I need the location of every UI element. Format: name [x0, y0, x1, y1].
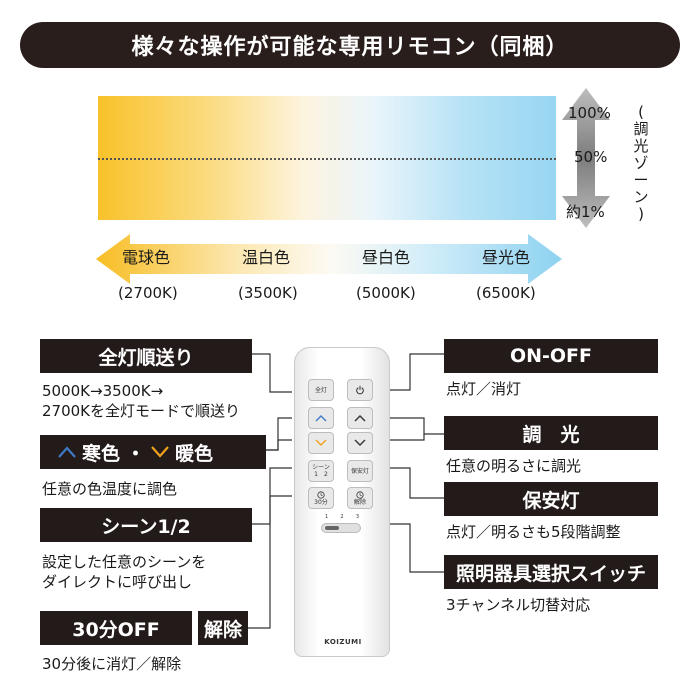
- channel-number: 3: [355, 514, 359, 520]
- tone-cool-text: 寒色: [82, 442, 121, 465]
- feature-scene-label: シーン1/2: [40, 508, 252, 542]
- channel-select-switch[interactable]: [321, 523, 361, 533]
- remote-release-button[interactable]: 解除: [347, 487, 373, 509]
- desc-line: ダイレクトに呼び出し: [42, 573, 193, 591]
- color-temp-name: 昼白色: [362, 248, 411, 267]
- desc-line: 任意の明るさに調光: [446, 457, 582, 475]
- dimming-zone-char: 光: [633, 137, 649, 155]
- dimming-level-min: 約1%: [566, 203, 605, 221]
- feature-scene-text: シーン1/2: [101, 515, 191, 538]
- color-temp-name: 昼光色: [482, 248, 531, 267]
- desc-line: 5000K→3500K→: [42, 382, 164, 400]
- color-temp-kelvin: (5000K): [356, 284, 416, 302]
- remote-control: 全灯 シーン 1 2 保安灯 30分 解除 1 2 3 KOIZUMI: [294, 347, 390, 657]
- channel-switch-knob[interactable]: [325, 526, 339, 530]
- feature-release-label: 解除: [198, 611, 248, 645]
- feature-tone-desc: 任意の色温度に調色: [42, 479, 177, 499]
- clock-icon: [317, 490, 325, 499]
- feature-dim-text: 調 光: [522, 423, 580, 446]
- feature-power-label: ON-OFF: [444, 339, 658, 373]
- feature-sequence-text: 全灯順送り: [98, 346, 194, 369]
- feature-timer-text: 30分OFF: [72, 618, 160, 641]
- color-temp-kelvin: (6500K): [476, 284, 536, 302]
- dimming-zone-label: ( 調 光 ゾ ー ン ): [630, 104, 652, 223]
- tone-warm-text: 暖色: [175, 442, 214, 465]
- desc-line: 任意の色温度に調色: [42, 480, 178, 498]
- feature-tone-label: 寒色 ・ 暖色: [40, 435, 266, 469]
- remote-button-label: シーン: [312, 464, 330, 471]
- channel-switch-numbers: 1 2 3: [325, 514, 359, 520]
- dimming-zone-char: ): [638, 205, 644, 223]
- desc-line: 点灯／消灯: [446, 380, 522, 398]
- feature-night-desc: 点灯／明るさも5段階調整: [446, 522, 621, 542]
- desc-line: 設定した任意のシーンを: [42, 553, 207, 571]
- remote-scene-button[interactable]: シーン 1 2: [308, 460, 334, 482]
- chevron-up-icon: [315, 415, 327, 422]
- remote-button-label: 30分: [314, 498, 328, 506]
- feature-dim-label: 調 光: [444, 416, 658, 450]
- dimming-arrow-icon: [562, 88, 610, 228]
- page-title: 様々な操作が可能な専用リモコン（同梱）: [131, 35, 569, 60]
- feature-timer-desc: 30分後に消灯／解除: [42, 654, 181, 674]
- desc-line: 3チャンネル切替対応: [446, 596, 591, 614]
- remote-dim-up-button[interactable]: [347, 407, 373, 429]
- color-temp-kelvin: (2700K): [118, 284, 178, 302]
- feature-dim-desc: 任意の明るさに調光: [446, 456, 581, 476]
- dimming-zone-char: ン: [633, 188, 649, 206]
- feature-night-label: 保安灯: [444, 482, 658, 516]
- remote-dim-down-button[interactable]: [347, 432, 373, 454]
- remote-night-light-button[interactable]: 保安灯: [347, 460, 373, 482]
- dimming-level-50: 50%: [574, 148, 608, 166]
- tone-sep-text: ・: [126, 442, 146, 465]
- chevron-down-icon: [151, 446, 169, 458]
- dimming-level-100: 100%: [568, 104, 611, 122]
- dimming-zone-char: 調: [633, 120, 649, 138]
- dimming-zone-char: ゾ: [633, 154, 649, 172]
- remote-power-button[interactable]: [347, 379, 373, 401]
- dimming-zone-char: ー: [633, 171, 649, 189]
- feature-sequence-label: 全灯順送り: [40, 339, 252, 373]
- feature-night-text: 保安灯: [522, 489, 580, 512]
- desc-line: 2700Kを全灯モードで順送り: [42, 402, 241, 420]
- feature-scene-desc: 設定した任意のシーンを ダイレクトに呼び出し: [42, 552, 206, 592]
- chevron-up-icon: [58, 446, 76, 458]
- feature-channel-text: 照明器具選択スイッチ: [455, 562, 646, 585]
- remote-button-label: 1 2: [314, 471, 328, 478]
- desc-line: 点灯／明るさも5段階調整: [446, 523, 621, 541]
- desc-line: 30分後に消灯／解除: [42, 655, 182, 673]
- color-temperature-arrow-icon: [96, 234, 562, 284]
- color-temp-name: 電球色: [122, 248, 171, 267]
- clock-icon: [356, 490, 364, 499]
- remote-all-light-button[interactable]: 全灯: [308, 379, 334, 401]
- dimming-50-dotted-line: [98, 158, 556, 160]
- feature-timer-label: 30分OFF: [40, 611, 192, 645]
- title-bar: 様々な操作が可能な専用リモコン（同梱）: [20, 22, 680, 68]
- power-icon: [356, 385, 364, 395]
- remote-cool-button[interactable]: [308, 407, 334, 429]
- feature-power-desc: 点灯／消灯: [446, 379, 521, 399]
- dimming-zone-char: (: [638, 103, 644, 121]
- feature-release-text: 解除: [203, 618, 242, 641]
- remote-button-label: 全灯: [314, 386, 327, 394]
- remote-warm-button[interactable]: [308, 432, 334, 454]
- color-temp-name: 温白色: [242, 248, 291, 267]
- color-temp-kelvin: (3500K): [238, 284, 298, 302]
- channel-number: 1: [325, 514, 329, 520]
- remote-button-label: 解除: [353, 498, 366, 506]
- feature-channel-label: 照明器具選択スイッチ: [444, 555, 658, 589]
- remote-button-label: 保安灯: [350, 467, 369, 475]
- feature-channel-desc: 3チャンネル切替対応: [446, 595, 590, 615]
- chevron-up-icon: [354, 415, 366, 422]
- feature-sequence-desc: 5000K→3500K→ 2700Kを全灯モードで順送り: [42, 381, 240, 421]
- feature-power-text: ON-OFF: [509, 345, 593, 367]
- channel-number: 2: [340, 514, 344, 520]
- brand-logo: KOIZUMI: [324, 638, 362, 646]
- chevron-down-icon: [354, 439, 366, 446]
- chevron-down-icon: [315, 439, 327, 446]
- remote-timer-button[interactable]: 30分: [308, 487, 334, 509]
